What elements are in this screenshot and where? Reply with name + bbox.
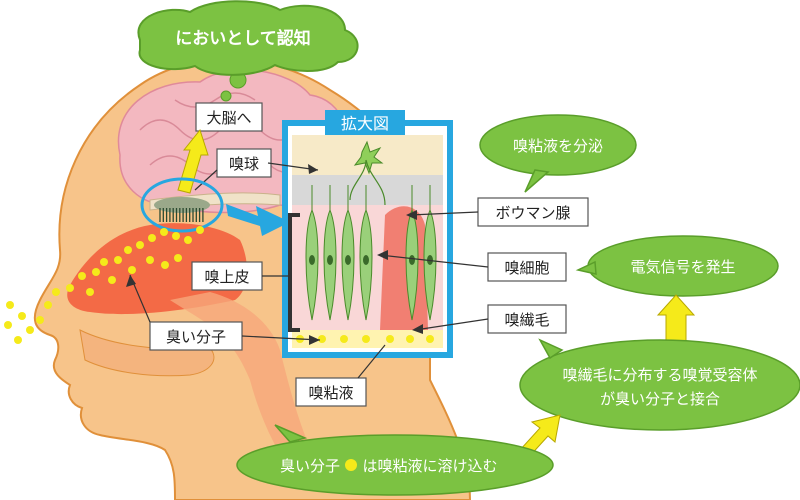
odor-dot [108, 276, 116, 284]
olfactory-bulb-label: 嗅球 [229, 155, 259, 173]
odor-dot [18, 312, 26, 320]
throat-passage [170, 292, 320, 470]
odor-dot [44, 301, 52, 309]
odor-dot [100, 258, 108, 266]
cell-label-group: 嗅細胞 [377, 250, 567, 282]
odor-molecule-label: 臭い分子 [166, 328, 226, 346]
to-brain-label: 大脳へ [206, 109, 251, 127]
mucus-odor-dot [426, 335, 434, 343]
odor-dot [136, 241, 144, 249]
cell-nucleus [309, 255, 315, 265]
mucus-odor-dot [386, 335, 394, 343]
odor-dot [172, 232, 180, 240]
olfactory-epithelium-label: 嗅上皮 [204, 268, 249, 286]
bowman-gland-shape [380, 206, 428, 330]
cell-nucleus [345, 255, 351, 265]
signal-text: 電気信号を発生 [630, 258, 735, 276]
secrete-text: 嗅粘液を分泌 [513, 137, 603, 155]
odor-dot [78, 272, 86, 280]
odor-dot [124, 246, 132, 254]
secrete-bubble: 嗅粘液を分泌 [479, 114, 637, 193]
epithelium-group: 嗅上皮 [191, 213, 300, 332]
olfactory-bulb-detail [154, 197, 210, 222]
bowman-label-group: ボウマン腺 [406, 197, 589, 227]
mucus-odor-dot [340, 335, 348, 343]
odor-dot [92, 268, 100, 276]
odor-dot [86, 288, 94, 296]
bulb-label-group: 嗅球 [194, 148, 272, 191]
up-arrow-yellow [177, 128, 209, 194]
mucus-odor-dot [318, 335, 326, 343]
odor-dot [160, 228, 168, 236]
odor-dot-icon [345, 459, 357, 471]
cell-nucleus [409, 255, 415, 265]
thought-dot [220, 90, 232, 102]
cell-nucleus [363, 255, 369, 265]
odor-molecule-dots [4, 226, 204, 344]
nasal-cavity [67, 223, 247, 315]
odor-dot [4, 321, 12, 329]
bowman-gland-label: ボウマン腺 [495, 204, 570, 222]
odor-dot [174, 254, 182, 262]
odor-dot [196, 226, 204, 234]
axon-lines [349, 159, 386, 206]
recognition-text: においとして認知 [175, 28, 311, 49]
mucus-odor-dot [362, 335, 370, 343]
zoom-frame: 拡大図 [282, 110, 453, 358]
receptor-bubble: 嗅繊毛に分布する嗅覚受容体 が臭い分子と接合 [519, 338, 800, 431]
odor-dot [148, 234, 156, 242]
receptor-text-2: が臭い分子と接合 [600, 390, 720, 408]
olfactory-cilia-label: 嗅繊毛 [504, 311, 549, 329]
olfactory-cell-label: 嗅細胞 [504, 259, 549, 277]
zoom-title: 拡大図 [341, 114, 389, 133]
dissolve-text-after: は嗅粘液に溶け込む [362, 457, 497, 475]
cell-nucleus [327, 255, 333, 265]
recognition-bubble: においとして認知 [137, 0, 359, 76]
odor-dot [114, 256, 122, 264]
dissolve-bubble: 臭い分子 は嗅粘液に溶け込む [236, 424, 554, 496]
zoom-highlight-ellipse [140, 177, 224, 233]
odor-dot [52, 288, 60, 296]
mitral-cell [353, 140, 384, 175]
mucus-label-group: 嗅粘液 [295, 344, 386, 407]
cilia-label-group: 嗅繊毛 [412, 304, 567, 334]
odor-dot [36, 316, 44, 324]
receptor-text-1: 嗅繊毛に分布する嗅覚受容体 [562, 366, 757, 384]
odor-dot [161, 261, 169, 269]
odor-dot [184, 236, 192, 244]
odor-dot [146, 256, 154, 264]
odor-dot [66, 284, 74, 292]
dissolve-text-before: 臭い分子 [280, 457, 340, 475]
signal-bubble: 電気信号を発生 [575, 235, 779, 297]
to-brain-group: 大脳へ [177, 102, 263, 194]
odor-molecule-group: 臭い分子 [126, 274, 321, 351]
odor-dot [128, 266, 136, 274]
mucus-odor-dot [406, 335, 414, 343]
odor-dot [26, 326, 34, 334]
odor-dot [14, 336, 22, 344]
brain-fold [174, 92, 256, 108]
zoom-arrow [226, 204, 290, 236]
oral-region [79, 329, 215, 377]
mucus-label: 嗅粘液 [308, 384, 353, 402]
odor-dot [6, 301, 14, 309]
